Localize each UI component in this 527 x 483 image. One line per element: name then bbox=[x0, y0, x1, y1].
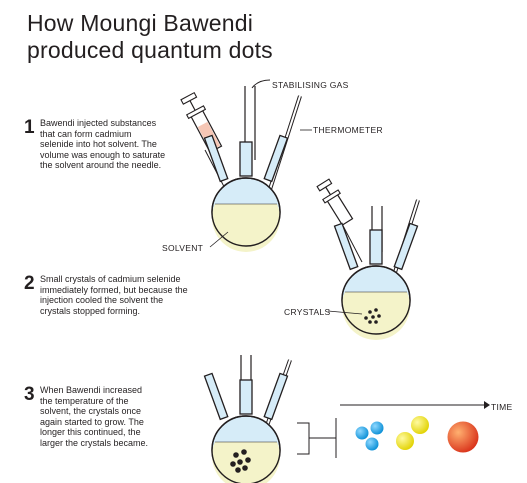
flask-step-3 bbox=[203, 355, 337, 483]
step-3-line-4: again started to grow. The bbox=[40, 416, 144, 427]
label-thermometer: THERMOMETER bbox=[313, 125, 383, 135]
quantum-dot-large bbox=[447, 421, 479, 453]
title-line-1: How Moungi Bawendi bbox=[27, 10, 254, 36]
quantum-dots-small bbox=[355, 421, 384, 451]
crystal-cluster-icon bbox=[230, 449, 251, 473]
time-arrow-icon bbox=[340, 401, 490, 409]
step-1-line-1: Bawendi injected substances bbox=[40, 118, 157, 128]
step-1-line-2: that can form cadmium bbox=[40, 128, 132, 139]
label-crystals: CRYSTALS bbox=[284, 307, 331, 317]
step-2-number: 2 bbox=[24, 273, 35, 294]
bracket bbox=[297, 422, 310, 455]
quantum-dots-medium bbox=[396, 416, 429, 450]
step-1-line-4: volume was enough to saturate bbox=[40, 149, 166, 160]
step-2-line-3: injection cooled the solvent the bbox=[40, 295, 164, 305]
step-3-line-3: solvent, the crystals once bbox=[40, 406, 142, 416]
crystals-leader-line bbox=[327, 310, 363, 315]
step-1-line-3: selenide into hot solvent. The bbox=[40, 139, 157, 149]
step-3-number: 3 bbox=[24, 384, 35, 405]
step-2-line-2: immediately formed, but because the bbox=[40, 284, 188, 295]
step-3-description: When Bawendi increased the temperature o… bbox=[40, 385, 215, 448]
syringe-icon bbox=[316, 178, 363, 263]
crystal-cluster-icon bbox=[364, 308, 381, 324]
solvent-leader-line bbox=[209, 231, 229, 248]
label-stabilising-gas: STABILISING GAS bbox=[272, 80, 349, 90]
step-3-line-2: the temperature of the bbox=[40, 395, 129, 406]
step-2-description: Small crystals of cadmium selenide immed… bbox=[40, 274, 215, 316]
step-3-line-6: larger the crystals became. bbox=[40, 437, 149, 448]
step-3-line-5: longer this continued, the bbox=[40, 427, 141, 437]
step-1-description: Bawendi injected substances that can for… bbox=[40, 118, 215, 171]
label-time: TIME bbox=[491, 402, 513, 412]
step-2-line-4: crystals stopped forming. bbox=[40, 305, 141, 316]
step-1-line-5: the solvent around the needle. bbox=[40, 160, 162, 170]
title-line-2: produced quantum dots bbox=[27, 37, 273, 63]
flask-step-1 bbox=[180, 79, 312, 253]
step-3-line-1: When Bawendi increased bbox=[40, 385, 143, 395]
label-solvent: SOLVENT bbox=[162, 243, 204, 253]
step-1-number: 1 bbox=[24, 117, 35, 138]
figure-title: How Moungi Bawendi produced quantum dots bbox=[27, 10, 273, 64]
flask-step-2 bbox=[316, 178, 420, 341]
step-2-line-1: Small crystals of cadmium selenide bbox=[40, 274, 181, 284]
